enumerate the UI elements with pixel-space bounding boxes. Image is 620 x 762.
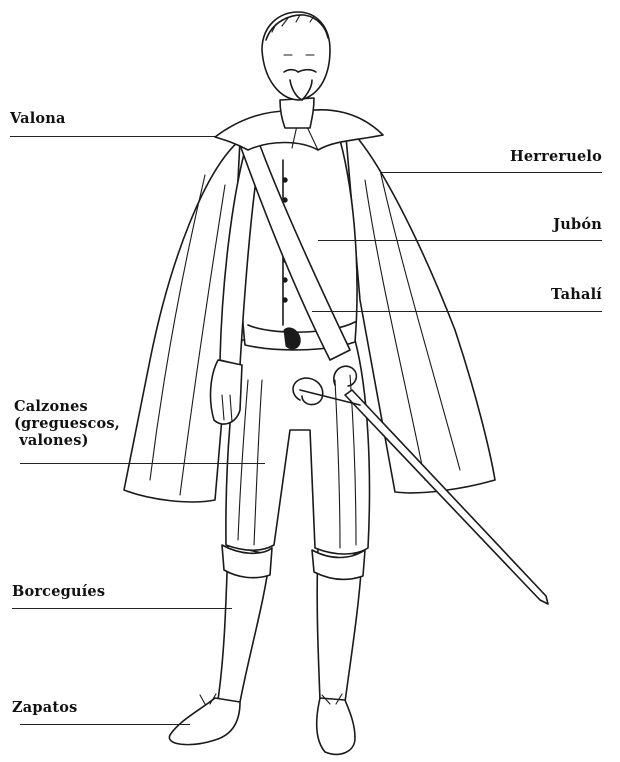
label-tahali: Tahalí xyxy=(470,286,602,303)
shoe-right xyxy=(317,698,355,754)
label-calzones: Calzones (greguescos, valones) xyxy=(14,398,120,449)
leader-valona xyxy=(10,136,215,137)
leader-calzones xyxy=(20,463,265,464)
breeches xyxy=(226,340,370,554)
label-herreruelo: Herreruelo xyxy=(470,148,602,165)
head xyxy=(262,12,330,100)
leader-tahali xyxy=(312,311,602,312)
label-borceguies: Borceguíes xyxy=(12,583,105,600)
shoe-left xyxy=(169,698,240,745)
neck xyxy=(280,98,314,128)
leader-borceguies xyxy=(12,608,232,609)
leader-jubon xyxy=(318,240,602,241)
label-valona: Valona xyxy=(10,110,66,127)
leader-herreruelo xyxy=(380,172,602,173)
leader-zapatos xyxy=(20,724,190,725)
hand-left xyxy=(211,360,242,424)
label-jubon: Jubón xyxy=(470,216,602,233)
label-zapatos: Zapatos xyxy=(12,699,77,716)
